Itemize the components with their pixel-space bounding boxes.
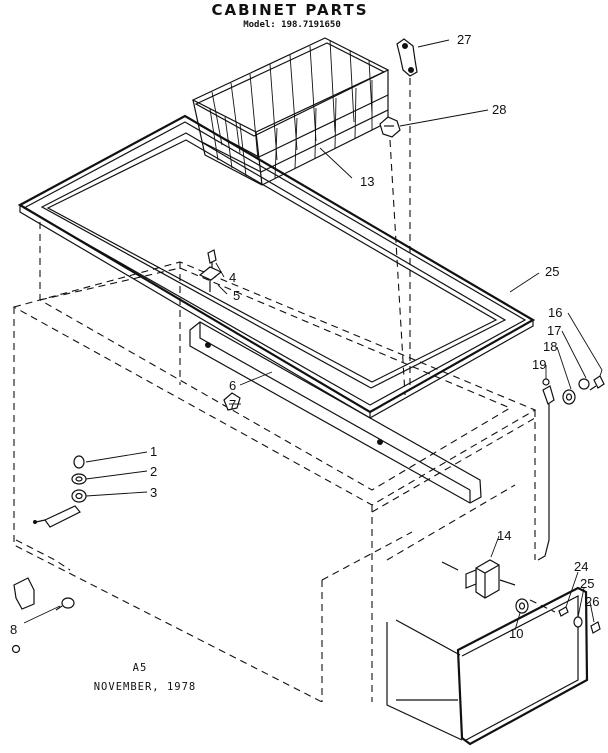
screw-part-4 — [207, 249, 217, 268]
page-code: A5 — [133, 662, 148, 674]
screw-part-15 — [589, 375, 605, 391]
thermostat-part-14 — [441, 559, 516, 599]
callout-27: 27 — [457, 32, 471, 47]
diagram-title: CABINET PARTS — [211, 1, 368, 19]
callout-5: 5 — [233, 288, 240, 303]
washer-part-16 — [578, 378, 590, 390]
callout-18: 19 — [532, 357, 546, 372]
leader-lines — [23, 39, 603, 631]
screw-part-26 — [590, 621, 601, 634]
drain-tube — [33, 505, 81, 528]
callout-16: 17 — [547, 323, 561, 338]
callout-7: 7 — [229, 397, 236, 412]
callout-14: 14 — [497, 528, 511, 543]
drain-washer-2 — [71, 473, 87, 485]
callout-13: 13 — [360, 174, 374, 189]
knob-part-10 — [515, 598, 529, 614]
callout-3: 3 — [150, 485, 157, 500]
callout-8: 8 — [10, 622, 17, 637]
hinge-rail — [189, 321, 482, 504]
washer-part-25 — [573, 616, 583, 628]
callout-17: 18 — [543, 339, 557, 354]
callout-19: 25 — [545, 264, 559, 279]
screw-part-24 — [558, 606, 569, 617]
part-8-bracket — [13, 577, 35, 610]
publication-date: NOVEMBER, 1978 — [94, 681, 197, 693]
callout-15: 16 — [548, 305, 562, 320]
drain-washer-3 — [71, 489, 87, 503]
callout-24: 24 — [574, 559, 588, 574]
callout-2: 2 — [150, 464, 157, 479]
callout-6: 6 — [229, 378, 236, 393]
callout-26: 26 — [585, 594, 599, 609]
callout-4: 4 — [229, 270, 236, 285]
control-panel-cover — [386, 586, 589, 746]
drain-cap-1 — [73, 455, 85, 469]
part-8-screw — [55, 597, 75, 611]
callout-10: 10 — [509, 626, 523, 641]
callout-28: 28 — [492, 102, 506, 117]
lid-frame — [17, 114, 536, 420]
wire-basket — [191, 37, 390, 186]
clip-part-7 — [223, 392, 241, 411]
callout-25: 25 — [580, 576, 594, 591]
rod-part-18 — [537, 378, 555, 561]
lid-stop-part-5 — [198, 266, 223, 292]
model-number: Model: 198.7191650 — [243, 20, 341, 30]
cabinet-body — [12, 222, 537, 703]
callout-1: 1 — [150, 444, 157, 459]
nut-part-17 — [562, 389, 576, 405]
basket-hanger-27 — [396, 38, 418, 77]
callout-numbers: 27 28 13 25 4 5 6 7 1 2 3 8 16 17 18 19 … — [10, 32, 599, 641]
part-8-hole — [11, 644, 21, 654]
basket-hanger-28 — [379, 116, 401, 138]
